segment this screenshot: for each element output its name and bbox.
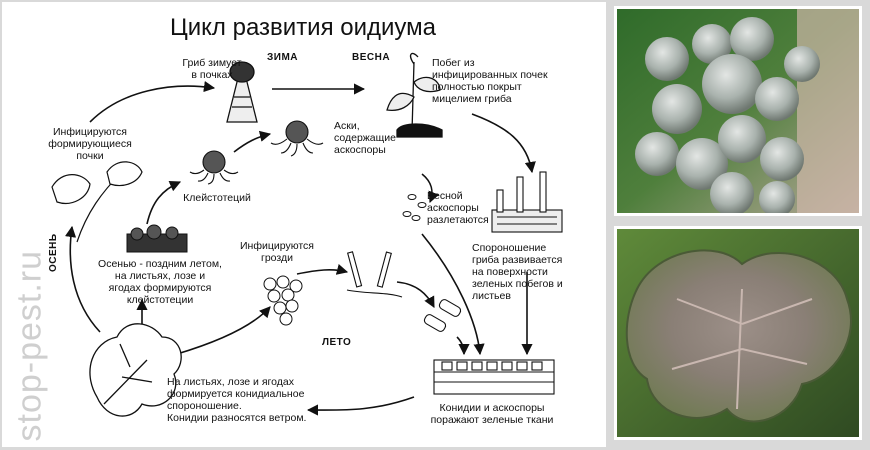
- arrow-tissue-to-leaf: [306, 396, 415, 416]
- spring-shoot-illustration: [386, 52, 443, 138]
- arrow-leaf-to-grapes: [176, 306, 271, 355]
- arrow-grapes-to-hyphae: [296, 263, 349, 275]
- label-cleistothecium: Клейстотеций: [183, 192, 251, 204]
- sporulation-illustration: [491, 171, 563, 233]
- leaf-photo-art: [617, 229, 859, 437]
- arrow-asci-to-spores: [421, 173, 439, 204]
- label-winter-buds: Гриб зимует в почках: [182, 57, 242, 81]
- label-asci: Аски, содержащие аскоспоры: [334, 120, 396, 156]
- arrow-spring-to-sporulation: [471, 113, 536, 174]
- season-summer: ЛЕТО: [322, 337, 352, 348]
- arrow-conidia-down: [456, 336, 470, 356]
- autumn-cleistothecia-illustration: [126, 224, 188, 253]
- label-grapes-infected: Инфицируются грозди: [240, 240, 314, 264]
- arrow-buds-to-winter: [89, 81, 216, 123]
- label-conidial: На листьях, лозе и ягодах формируется ко…: [167, 376, 307, 424]
- season-winter: ЗИМА: [267, 52, 299, 63]
- arrow-hyphae-to-conidia: [396, 281, 435, 308]
- grape-leaf-illustration: [89, 323, 182, 417]
- diagram-panel: stop-pest.ru Цикл развития оидиума: [2, 2, 606, 447]
- arrow-cleisto-to-asci: [233, 130, 272, 153]
- infected-leaf-photo: [614, 226, 862, 440]
- label-autumn-cleistothecia: Осенью - поздним летом, на листьях, лозе…: [98, 258, 222, 306]
- arrow-leaf-to-autumn: [65, 225, 101, 333]
- season-autumn: ОСЕНЬ: [48, 233, 59, 272]
- infected-cane-illustration: [51, 161, 143, 243]
- label-infected-buds: Инфицируются формирующиеся почки: [48, 126, 132, 162]
- conidia-illustration: [423, 299, 462, 332]
- lifecycle-diagram: [51, 52, 563, 417]
- label-spring-shoot: Побег из инфицированных почек полностью …: [432, 57, 548, 105]
- hyphae-illustration: [346, 251, 403, 298]
- cleistothecium-illustration: [189, 150, 239, 185]
- grapes-illustration: [263, 275, 303, 326]
- label-sporulation: Спороношение гриба развивается на поверх…: [472, 242, 563, 302]
- arrow-spores-to-tissue: [421, 233, 485, 356]
- label-conidia-infect: Конидии и аскоспоры поражают зеленые тка…: [430, 402, 554, 426]
- grapes-photo-art: [617, 9, 859, 213]
- green-tissue-illustration: [433, 359, 555, 395]
- season-spring: ВЕСНА: [352, 52, 391, 63]
- winter-bud-illustration: [226, 61, 258, 123]
- label-spring-ascospores: Весной аскоспоры разлетаются: [427, 190, 489, 226]
- ascospores-illustration: [402, 194, 427, 221]
- asci-illustration: [270, 120, 324, 157]
- arrow-cleisto-up: [146, 180, 182, 225]
- diagram-title: Цикл развития оидиума: [170, 14, 436, 41]
- infected-grapes-photo: [614, 6, 862, 216]
